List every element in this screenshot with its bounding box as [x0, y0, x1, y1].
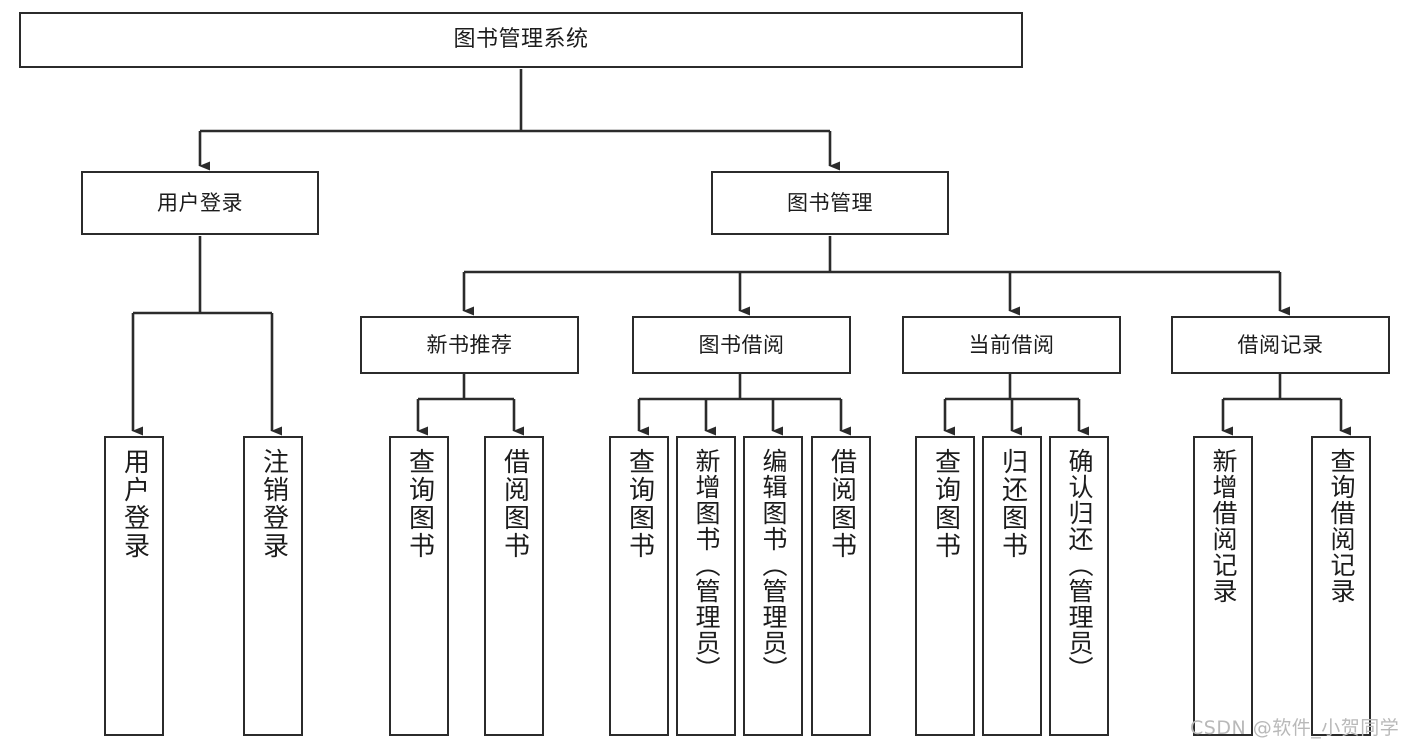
node-leaf-query-borrow-record[interactable]: 查询借阅记录 — [1311, 436, 1371, 736]
node-label: 编辑图书（管理员） — [759, 448, 788, 682]
node-current-borrow[interactable]: 当前借阅 — [902, 316, 1121, 374]
node-label: 图书管理 — [787, 190, 873, 215]
node-book-borrow[interactable]: 图书借阅 — [632, 316, 851, 374]
node-book-management[interactable]: 图书管理 — [711, 171, 949, 235]
node-label: 查询图书 — [930, 448, 961, 560]
csdn-watermark: CSDN @软件_小贺同学 — [1190, 717, 1400, 739]
node-leaf-add-borrow-record[interactable]: 新增借阅记录 — [1193, 436, 1253, 736]
node-label: 查询借阅记录 — [1327, 448, 1356, 604]
node-label: 新增图书（管理员） — [692, 448, 721, 682]
node-new-book-recommend[interactable]: 新书推荐 — [360, 316, 579, 374]
node-label: 查询图书 — [404, 448, 435, 560]
node-user-login[interactable]: 用户登录 — [81, 171, 319, 235]
node-leaf-return-book[interactable]: 归还图书 — [982, 436, 1042, 736]
node-label: 借阅图书 — [826, 448, 857, 560]
node-label: 借阅图书 — [499, 448, 530, 560]
node-label: 当前借阅 — [968, 332, 1055, 357]
node-book-management-system[interactable]: 图书管理系统 — [19, 12, 1023, 68]
node-label: 用户登录 — [157, 190, 243, 215]
node-leaf-user-login[interactable]: 用户登录 — [104, 436, 164, 736]
node-leaf-query-book-recommend[interactable]: 查询图书 — [389, 436, 449, 736]
node-label: 用户登录 — [119, 448, 150, 560]
node-leaf-borrow-book[interactable]: 借阅图书 — [811, 436, 871, 736]
node-leaf-add-book[interactable]: 新增图书（管理员） — [676, 436, 736, 736]
node-label: 归还图书 — [997, 448, 1028, 560]
node-borrow-record[interactable]: 借阅记录 — [1171, 316, 1390, 374]
node-label: 借阅记录 — [1237, 332, 1324, 357]
node-leaf-borrow-book-recommend[interactable]: 借阅图书 — [484, 436, 544, 736]
node-label: 新增借阅记录 — [1209, 448, 1238, 604]
node-label: 新书推荐 — [426, 332, 513, 357]
node-leaf-query-book-borrow[interactable]: 查询图书 — [609, 436, 669, 736]
node-label: 图书管理系统 — [453, 27, 589, 53]
node-leaf-edit-book[interactable]: 编辑图书（管理员） — [743, 436, 803, 736]
node-label: 查询图书 — [624, 448, 655, 560]
node-leaf-logout-login[interactable]: 注销登录 — [243, 436, 303, 736]
node-label: 图书借阅 — [698, 332, 785, 357]
node-label: 注销登录 — [258, 448, 289, 560]
node-leaf-confirm-return[interactable]: 确认归还（管理员） — [1049, 436, 1109, 736]
node-leaf-query-book-current[interactable]: 查询图书 — [915, 436, 975, 736]
node-label: 确认归还（管理员） — [1065, 448, 1094, 682]
